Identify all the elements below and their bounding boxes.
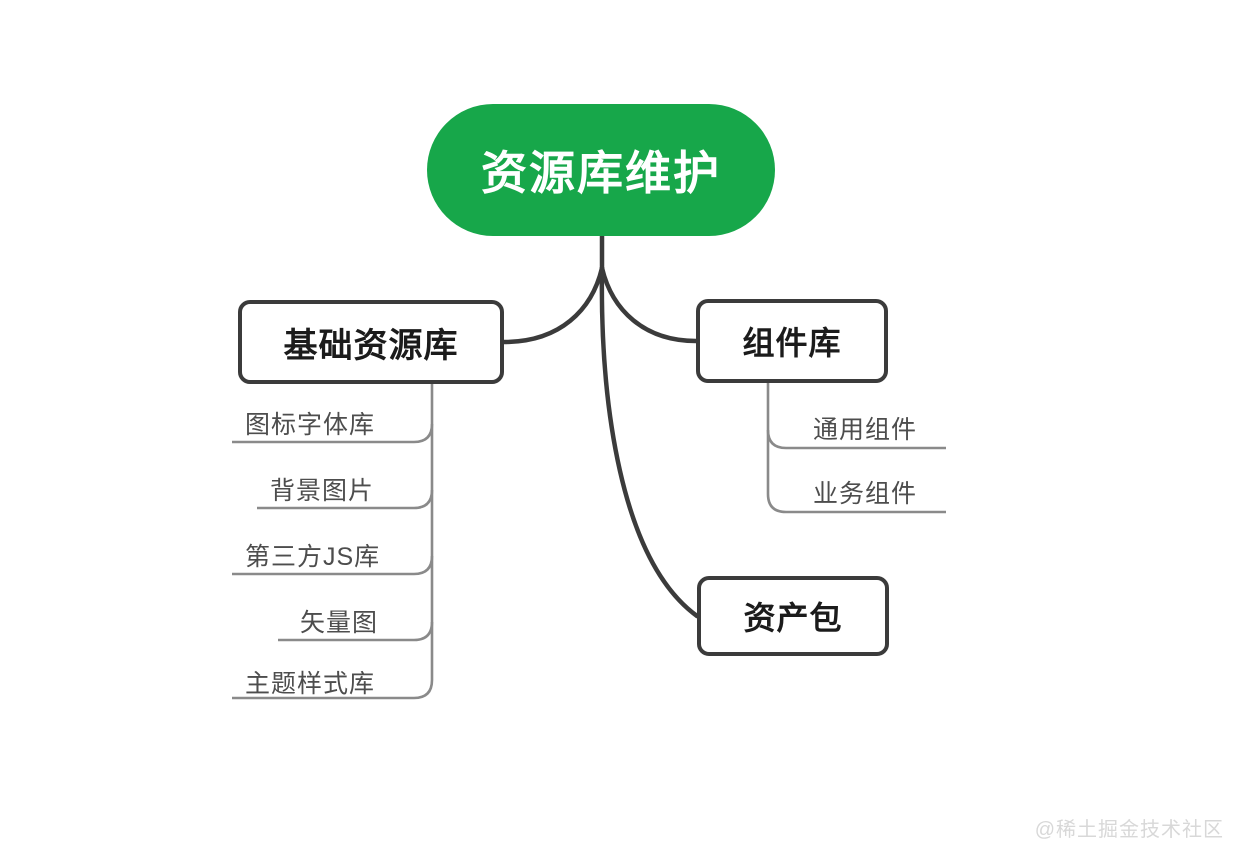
edge-root-to-asset — [599, 265, 700, 619]
branch-node-base-library-label: 基础资源库 — [283, 326, 459, 365]
branch-node-asset-package-label: 资产包 — [743, 600, 843, 636]
branch-node-base-library[interactable]: 基础资源库 — [238, 300, 504, 384]
leaf-node-theme-style-library[interactable]: 主题样式库 — [245, 670, 376, 698]
branch-node-asset-package[interactable]: 资产包 — [697, 576, 889, 656]
branch-node-component-library-label: 组件库 — [742, 325, 842, 361]
edge-root-to-component — [599, 265, 699, 344]
branch-node-component-library[interactable]: 组件库 — [696, 299, 888, 383]
leaf-node-thirdparty-js-library[interactable]: 第三方JS库 — [245, 543, 381, 571]
edge-root-to-base — [501, 265, 605, 345]
watermark-text: @稀土掘金技术社区 — [1034, 819, 1224, 841]
root-node-resource-library-maintenance[interactable]: 资源库维护 — [427, 104, 775, 236]
leaf-node-business-component[interactable]: 业务组件 — [813, 480, 918, 508]
leaf-node-general-component[interactable]: 通用组件 — [813, 416, 918, 444]
leaf-node-vector-graphic[interactable]: 矢量图 — [300, 609, 379, 637]
leaf-node-icon-font-library[interactable]: 图标字体库 — [245, 411, 376, 439]
leaf-node-background-image[interactable]: 背景图片 — [270, 477, 375, 505]
root-node-label: 资源库维护 — [481, 147, 721, 199]
